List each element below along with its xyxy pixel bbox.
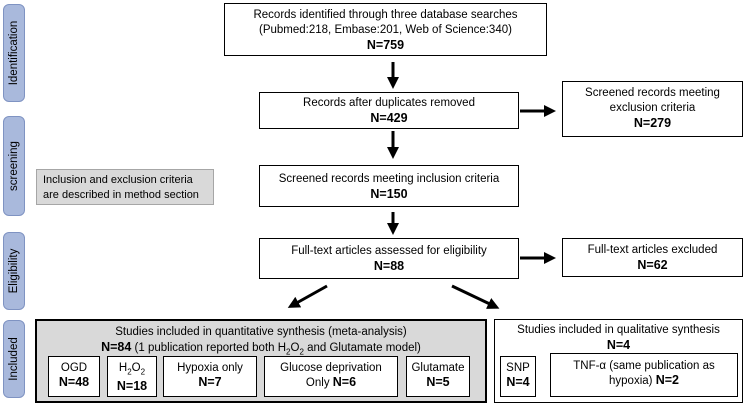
arrow-to-quantitative [287,284,328,308]
model-hypoxia-count: N=7 [198,375,222,389]
qualitative-tnf-count: N=2 [655,373,679,387]
quantitative-note: (1 publication reported both H2O2 and Gl… [134,342,421,357]
phase-included: Included [3,320,25,398]
qualitative-tnf-label: TNF-α (same publication as [573,360,715,372]
screen-excluded-box: Screened records meeting exclusion crite… [562,81,743,137]
model-glucose-line2: Only N=6 [305,375,357,389]
fulltext-excluded-count: N=62 [637,258,668,272]
qualitative-snp-box: SNP N=4 [500,356,536,397]
phase-screening: screening [3,116,25,216]
phase-identification: Identification [3,4,25,102]
phase-eligibility: Eligibility [3,232,25,310]
model-glucose-label: Glucose deprivation [280,362,382,374]
criteria-note-line2: are described in method section [43,189,199,201]
quantitative-title: Studies included in quantitative synthes… [115,326,407,338]
model-ogd-box: OGD N=48 [48,356,100,397]
records-identified-count: N=759 [366,38,405,52]
fulltext-assessed-label: Full-text articles assessed for eligibil… [291,245,487,257]
model-glucose-box: Glucose deprivation Only N=6 [264,356,398,397]
qualitative-snp-label: SNP [506,362,530,374]
duplicates-removed-box: Records after duplicates removed N=429 [259,92,519,129]
duplicates-removed-label: Records after duplicates removed [303,97,475,109]
screen-included-box: Screened records meeting inclusion crite… [259,165,519,207]
fulltext-excluded-label: Full-text articles excluded [587,244,718,256]
quantitative-count: N=84 [101,340,132,354]
screen-excluded-line2: exclusion criteria [609,102,696,114]
records-identified-line1: Records identified through three databas… [253,9,518,21]
model-glutamate-box: Glutamate N=5 [406,356,470,397]
records-identified-line2: (Pubmed:218, Embase:201, Web of Science:… [259,24,512,36]
records-identified-box: Records identified through three databas… [224,3,547,56]
qualitative-snp-count: N=4 [506,375,530,389]
screen-included-label: Screened records meeting inclusion crite… [278,173,500,185]
fulltext-assessed-box: Full-text articles assessed for eligibil… [259,238,519,279]
model-hypoxia-label: Hypoxia only [177,362,243,374]
qualitative-tnf-box: TNF-α (same publication as hypoxia) N=2 [550,353,738,397]
model-ogd-count: N=48 [58,375,90,389]
qualitative-tnf-line2: hypoxia) N=2 [609,373,679,387]
screen-excluded-count: N=279 [633,116,672,130]
qualitative-title: Studies included in qualitative synthesi… [517,324,720,336]
qualitative-count: N=4 [606,338,631,352]
model-glutamate-count: N=5 [426,375,450,389]
model-h2o2-label: H2O2 [118,362,146,377]
fulltext-excluded-box: Full-text articles excluded N=62 [562,238,743,277]
duplicates-removed-count: N=429 [370,111,408,125]
arrow-to-qualitative [451,284,500,309]
model-h2o2-count: N=18 [116,379,148,394]
criteria-note-line1: Inclusion and exclusion criteria [43,174,193,186]
model-glucose-count: N=6 [332,375,357,389]
model-hypoxia-box: Hypoxia only N=7 [163,356,257,397]
model-ogd-label: OGD [60,362,88,374]
screen-excluded-line1: Screened records meeting [585,87,720,99]
model-glutamate-label: Glutamate [411,362,465,374]
quantitative-count-line: N=84 (1 publication reported both H2O2 a… [37,340,485,359]
fulltext-assessed-count: N=88 [373,259,405,273]
model-h2o2-box: H2O2 N=18 [107,356,157,397]
screen-included-count: N=150 [370,187,408,201]
criteria-note: Inclusion and exclusion criteria are des… [36,169,214,205]
